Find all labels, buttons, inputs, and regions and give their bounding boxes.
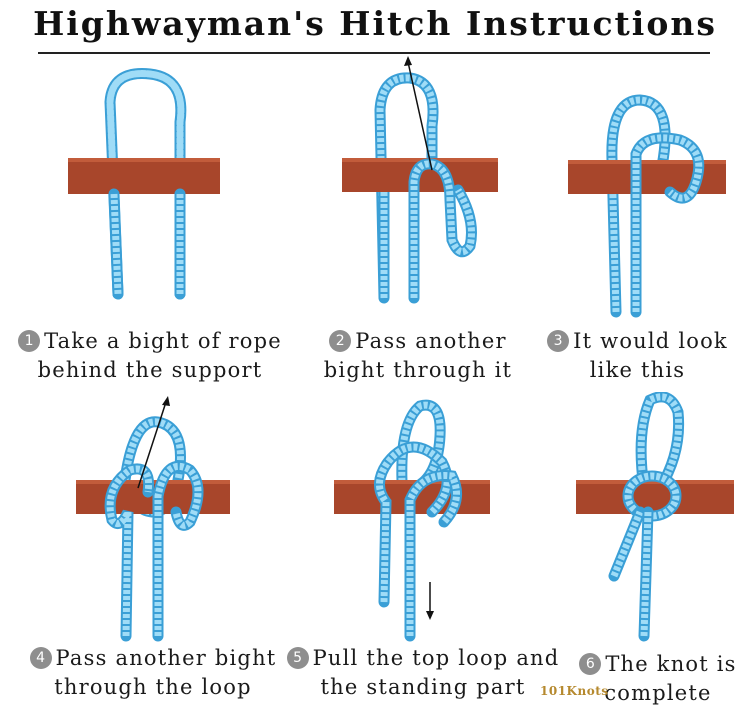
step-4-illustration (40, 392, 290, 722)
step-number-badge: 2 (329, 330, 352, 352)
caption-line: Take a bight of rope (44, 329, 282, 353)
step-3-illustration (540, 80, 750, 410)
caption-line: behind the support (37, 358, 263, 382)
caption-line: Pull the top loop and (312, 646, 560, 670)
arrow (407, 61, 433, 171)
caption-line: through the loop (54, 675, 252, 699)
title-divider (38, 52, 710, 54)
caption-line: the standing part (320, 675, 526, 699)
step-number-badge: 1 (18, 330, 41, 352)
arrow (137, 401, 167, 489)
caption-line: Pass another bight (55, 646, 277, 670)
caption-line: like this (589, 358, 686, 382)
step-2-illustration (292, 50, 542, 380)
caption-line: bight through it (323, 358, 513, 382)
step-1-illustration (40, 62, 290, 392)
step-number-badge: 6 (579, 653, 602, 675)
step-number-badge: 5 (286, 647, 309, 669)
caption-line: The knot is (605, 652, 737, 676)
step-6-illustration (540, 392, 750, 722)
step-5-illustration (292, 392, 542, 722)
page-title: Highwayman's Hitch Instructions (33, 4, 717, 43)
caption-line: Pass another (355, 329, 507, 353)
caption-line: complete (604, 681, 712, 705)
brand-logo: 101Knots (540, 684, 609, 698)
support-beam (576, 480, 734, 514)
step-number-badge: 4 (29, 647, 52, 669)
step-number-badge: 3 (547, 330, 570, 352)
support-beam (68, 158, 220, 194)
caption-line: It would look (573, 329, 728, 353)
